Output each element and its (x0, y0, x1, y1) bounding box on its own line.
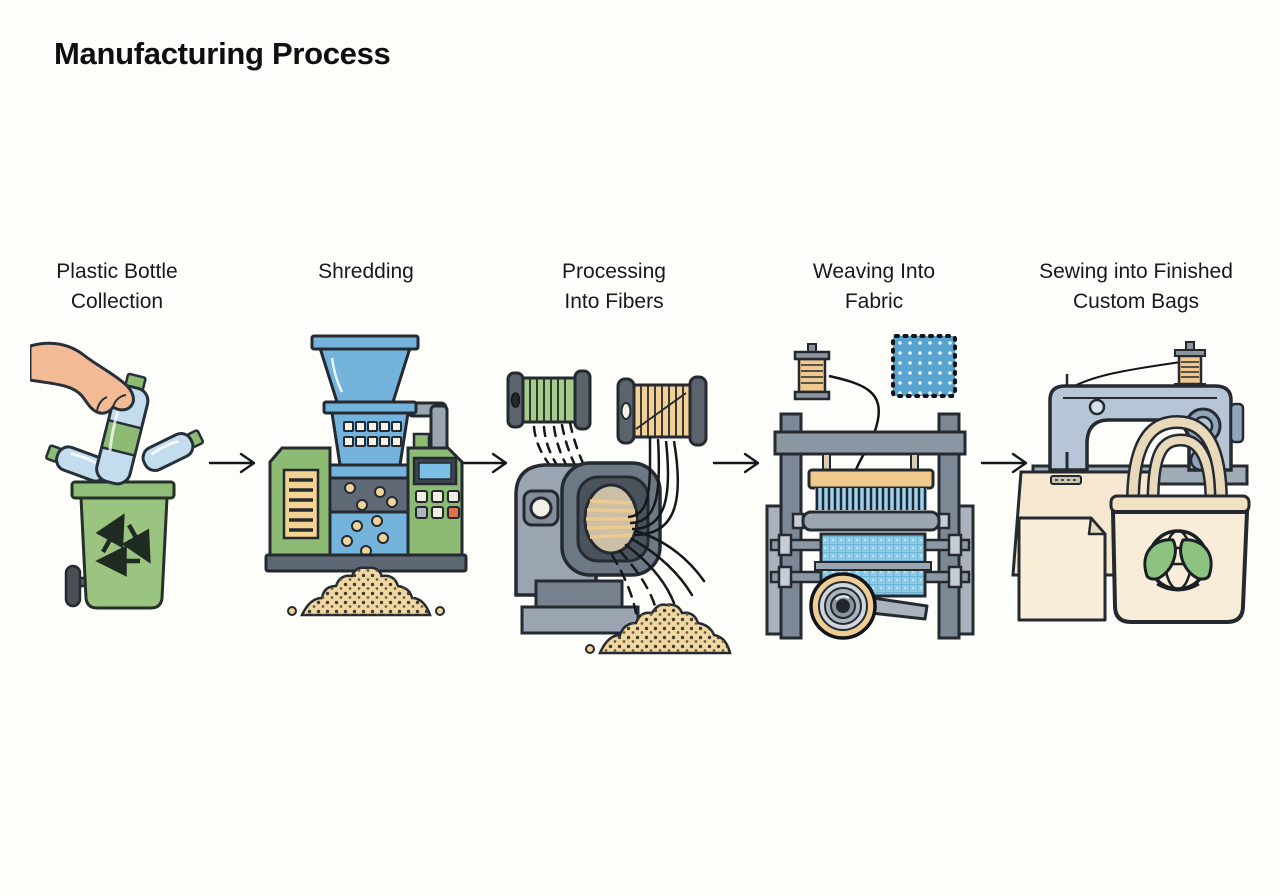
tote-bag (1109, 414, 1251, 624)
feed-hopper (310, 334, 420, 467)
tan-thread-spool (616, 375, 708, 447)
shredder-cutting-band (324, 476, 412, 514)
fiber-processing-illustration (506, 369, 732, 655)
bag-hem (1109, 494, 1251, 514)
left-cabinet (268, 446, 332, 557)
recycle-icon (95, 513, 151, 577)
plastic-bottle-held (95, 372, 150, 486)
fabric-swatch (891, 334, 957, 398)
page-title: Manufacturing Process (54, 36, 391, 71)
recycling-bin-body (79, 496, 169, 610)
thread-line (828, 374, 880, 473)
step-label-shredding: Shredding (318, 260, 414, 283)
control-cabinet (406, 432, 464, 557)
hand (30, 341, 135, 415)
green-thread-spool (506, 369, 592, 431)
thread-spool-small (793, 343, 831, 401)
flake-pile (287, 566, 445, 617)
control-buttons (415, 490, 460, 519)
flow-arrow-icon (460, 452, 508, 474)
pipe (406, 401, 449, 452)
step-label-weaving: Weaving Into Fabric (812, 260, 936, 314)
flow-arrow-icon (980, 452, 1028, 474)
shredder-illustration (264, 334, 468, 617)
fabric-sheet (1017, 516, 1107, 622)
weaving-loom-illustration (765, 334, 975, 640)
extruder-machine (514, 461, 662, 635)
flow-arrow-icon (712, 452, 760, 474)
sewing-illustration (1011, 341, 1251, 624)
fiber-strands-output (610, 529, 706, 615)
eco-globe-logo (1143, 529, 1213, 592)
bottle-collection-illustration (30, 341, 205, 610)
plastic-flakes-falling (341, 482, 398, 557)
comb-teeth (815, 488, 927, 510)
plastic-bottle-left (45, 444, 109, 483)
fibers-in-nozzle (586, 499, 636, 539)
plastic-bottle-right (141, 429, 205, 472)
recycling-bin-rim (70, 480, 176, 500)
loom-roller (791, 510, 951, 532)
thread-spool-top (1174, 341, 1206, 391)
leaf-right (1179, 538, 1213, 581)
step-label-sewing: Sewing into Finished Custom Bags (1039, 260, 1233, 314)
thread-coil-tool (809, 572, 929, 640)
flow-arrow-icon (208, 452, 256, 474)
loom-comb-bar (807, 468, 935, 490)
step-label-fibers: Processing Into Fibers (562, 260, 666, 314)
pellet-pile (585, 603, 732, 655)
leaf-left (1143, 538, 1177, 581)
bag-body (1110, 510, 1250, 624)
bin-wheel-icon (64, 564, 92, 608)
step-label-collection: Plastic Bottle Collection (56, 260, 178, 314)
